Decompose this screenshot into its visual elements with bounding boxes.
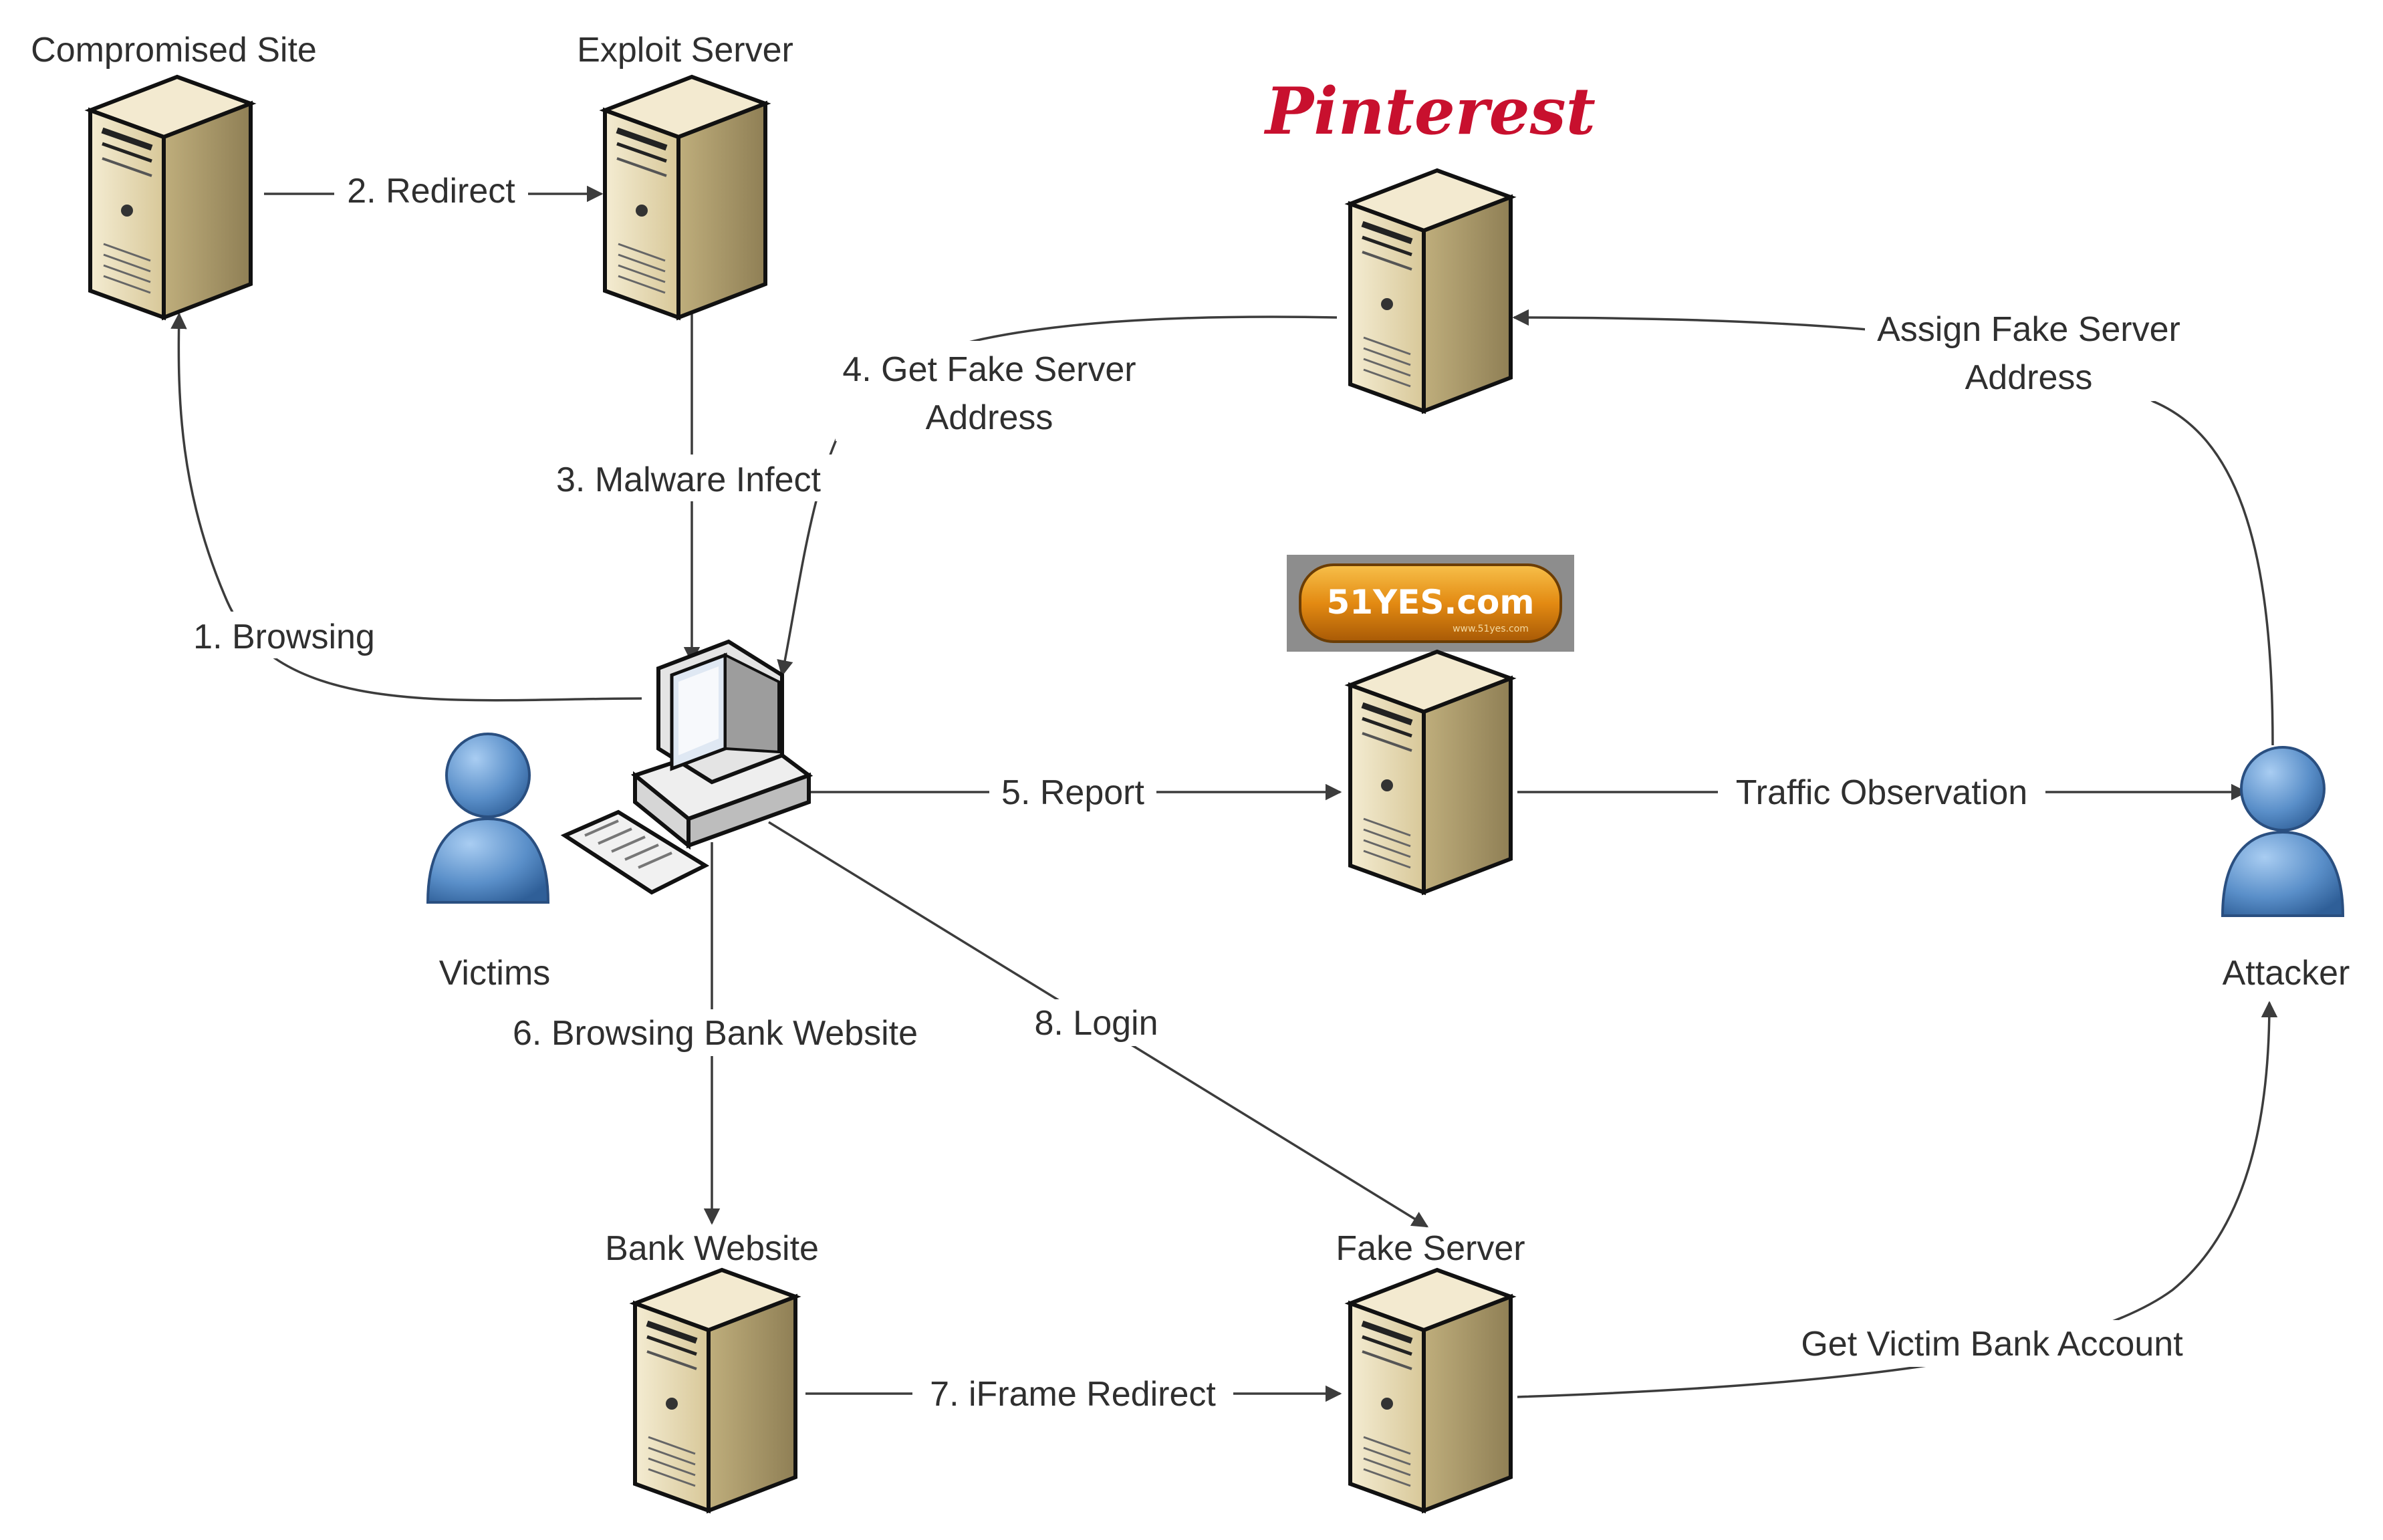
edge-labels: 2. Redirect 1. Browsing 3. Malware Infec… [174, 167, 2206, 1417]
label-assign-fake-server-address-2: Address [1965, 358, 2093, 397]
server-icon [635, 1270, 795, 1511]
label-iframe-redirect: 7. iFrame Redirect [930, 1375, 1216, 1414]
user-icon [426, 733, 549, 904]
node-bank-website: Bank Website [605, 1229, 819, 1511]
node-attacker: Attacker [2221, 746, 2350, 993]
label-redirect: 2. Redirect [347, 172, 515, 211]
label-assign-fake-server-address: Assign Fake Server [1877, 310, 2180, 349]
51yes-logo-text: 51YES.com [1326, 583, 1534, 622]
label-report: 5. Report [1001, 773, 1144, 812]
exploit-server-label: Exploit Server [577, 31, 793, 70]
desktop-computer-icon [560, 639, 813, 895]
node-fake-server: Fake Server [1336, 1229, 1525, 1511]
server-icon [90, 77, 251, 317]
node-victim-pc [560, 639, 813, 895]
label-malware-infect: 3. Malware Infect [556, 461, 821, 499]
label-get-fake-server-address: 4. Get Fake Server [842, 350, 1136, 389]
node-exploit-server: Exploit Server [577, 31, 793, 317]
pinterest-logo: Pinterest [1263, 74, 1596, 149]
compromised-site-label: Compromised Site [31, 31, 317, 70]
label-traffic-observation: Traffic Observation [1736, 773, 2027, 812]
bank-website-label: Bank Website [605, 1229, 819, 1268]
edge-get-victim-bank-account [1517, 1001, 2278, 1398]
server-icon [1350, 170, 1511, 411]
victims-label: Victims [439, 954, 551, 993]
node-pinterest-server: Pinterest [1263, 74, 1596, 411]
server-icon [605, 77, 765, 317]
51yes-logo-sub: www.51yes.com [1453, 624, 1529, 634]
user-icon [2221, 746, 2344, 917]
server-icon [1350, 652, 1511, 892]
label-get-fake-server-address-2: Address [926, 398, 1053, 437]
node-compromised-site: Compromised Site [31, 31, 317, 317]
node-victims: Victims [426, 733, 551, 993]
attacker-label: Attacker [2223, 954, 2350, 993]
label-get-victim-bank-account: Get Victim Bank Account [1801, 1325, 2183, 1364]
server-icon [1350, 1270, 1511, 1511]
label-browsing: 1. Browsing [193, 618, 375, 656]
label-browsing-bank-website: 6. Browsing Bank Website [513, 1014, 918, 1053]
label-login: 8. Login [1034, 1004, 1158, 1043]
fake-server-label: Fake Server [1336, 1229, 1525, 1268]
node-report-server: 51YES.com www.51yes.com [1287, 555, 1574, 892]
